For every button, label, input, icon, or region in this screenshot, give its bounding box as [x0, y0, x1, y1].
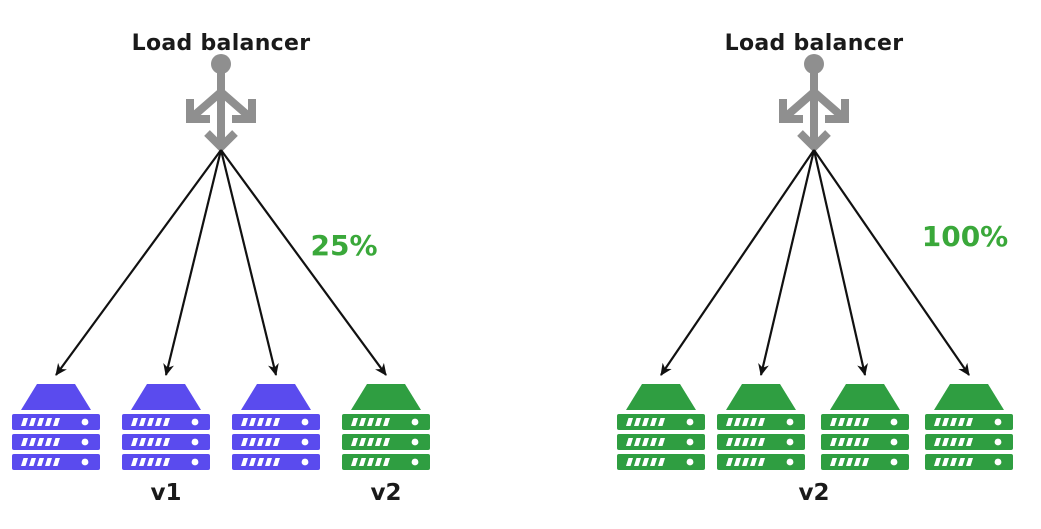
traffic-arrow — [758, 149, 816, 376]
server-icon — [12, 384, 100, 470]
traffic-arrow — [55, 149, 222, 376]
traffic-arrows — [55, 149, 387, 376]
version-label-v2: v2 — [799, 480, 830, 506]
server-icon — [821, 384, 909, 470]
traffic-arrow — [219, 149, 279, 376]
server-icon — [717, 384, 805, 470]
traffic-arrows — [660, 149, 970, 376]
server-icon — [342, 384, 430, 470]
traffic-arrow — [813, 149, 970, 376]
traffic-arrow — [660, 149, 815, 376]
server-icon — [232, 384, 320, 470]
server-icon — [122, 384, 210, 470]
load-balancer-label: Load balancer — [725, 31, 904, 56]
load-balancer-icon — [186, 54, 256, 153]
server-icon — [925, 384, 1013, 470]
load-balancer-icon — [779, 54, 849, 153]
panel-rollout-100: Load balancer 100% v2 — [584, 0, 1041, 529]
version-label-v2: v2 — [371, 480, 402, 506]
version-label-v1: v1 — [151, 480, 182, 506]
traffic-arrow — [220, 149, 387, 376]
traffic-arrow — [812, 149, 868, 376]
traffic-percent-label: 100% — [922, 220, 1009, 253]
load-balancer-label: Load balancer — [132, 31, 311, 56]
panel-canary-25: Load balancer 25% v1 v2 — [0, 0, 451, 529]
traffic-percent-label: 25% — [310, 229, 377, 262]
traffic-arrow — [163, 149, 223, 376]
server-icon — [617, 384, 705, 470]
